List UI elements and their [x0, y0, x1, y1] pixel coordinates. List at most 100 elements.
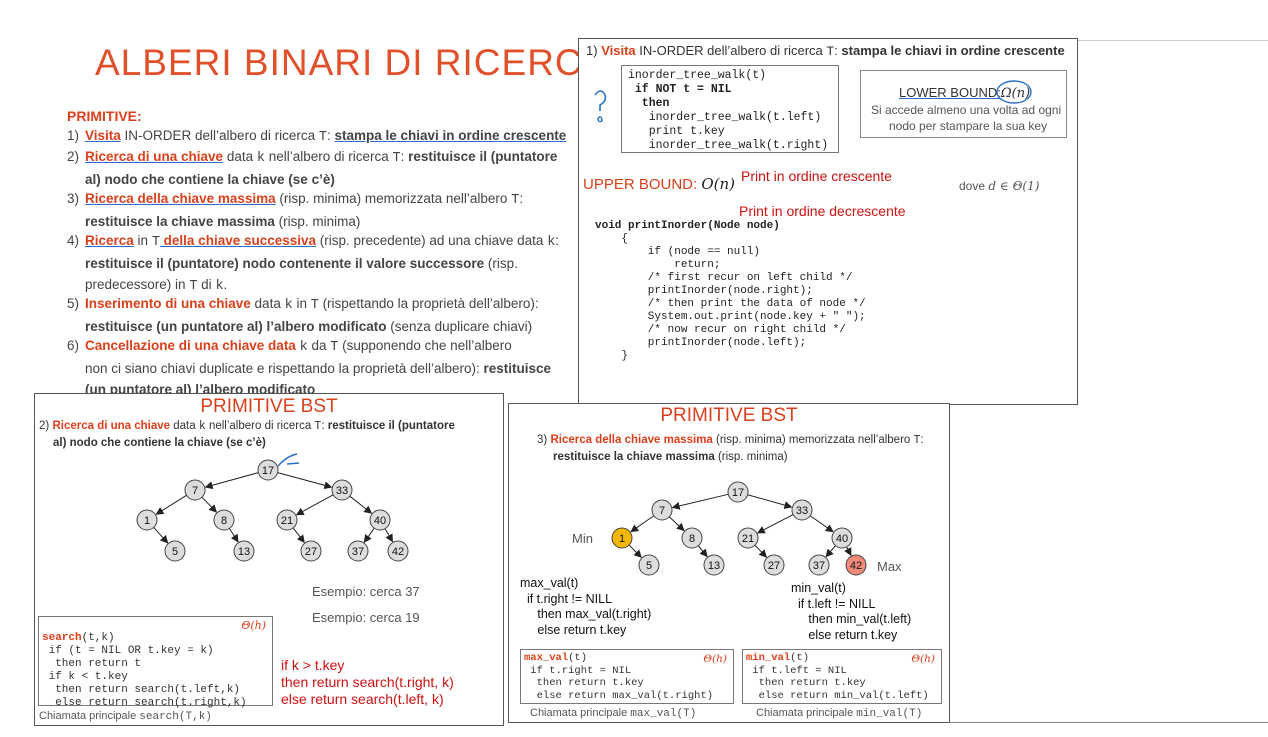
main-call-code: max_val(T) [630, 708, 697, 720]
tree-edge [384, 528, 393, 543]
item-number: 2) [67, 149, 80, 164]
item-var: k [256, 151, 265, 166]
code-line: if (t = NIL OR t.key = k) [42, 645, 214, 657]
code-line: if t.left = NIL [746, 664, 847, 677]
code-line: inorder_tree_walk(t.right) [628, 139, 829, 152]
lower-bound-desc: nodo per stampare la sua key [889, 119, 1048, 133]
tree-node [727, 481, 749, 503]
code-line: then return t.key [524, 677, 644, 689]
code-fn-name: min_val [746, 652, 791, 664]
header-bold: stampa le chiavi in ordine crescente [841, 43, 1065, 58]
search-main-call: Chiamata principale search(T,k) [39, 710, 212, 723]
search-panel: PRIMITIVE BST 2) Ricerca di una chiave d… [34, 393, 504, 726]
max-note: max_val(t) if t.right != NILL then max_v… [520, 576, 651, 638]
tree-node [791, 499, 813, 521]
example-text: Esempio: cerca 37 [312, 584, 420, 599]
print-ascending-note: Print in ordine crescente [741, 168, 892, 184]
tree-node [611, 527, 633, 549]
tree-node-label: 7 [192, 485, 198, 497]
item-text: (supponendo che nell’albero [338, 338, 512, 353]
code-line: if (node == null) [595, 246, 761, 258]
header-text: : [321, 420, 328, 432]
tree-node [136, 509, 158, 531]
header-var: k [198, 420, 206, 433]
item-var: k [547, 235, 556, 250]
header-lead: Visita [601, 43, 636, 58]
item-lead: Inserimento di una chiave [85, 296, 251, 311]
item-text: da [307, 338, 331, 353]
tree-node-label: 27 [768, 560, 780, 572]
item-text: in [133, 233, 152, 248]
search-code-box: search(t,k)Θ(h) if (t = NIL OR t.key = k… [38, 616, 273, 709]
tree-edge [155, 494, 187, 515]
item-bold: al) nodo che contiene la chiave (se c’è) [85, 172, 335, 187]
item-text: di [197, 277, 216, 292]
item-number: 6) [67, 338, 80, 353]
tree-edge [295, 494, 334, 516]
tree-node-label: 33 [796, 505, 808, 517]
primitive-item-1: 1)Visita IN-ORDER dell’albero di ricerca… [67, 125, 579, 148]
note-line: then return search(t.right, k) [281, 674, 454, 690]
tree-edge [671, 493, 729, 510]
item-var: T [392, 151, 401, 166]
item-bold: restituisce il (puntatore [408, 149, 558, 164]
item-text: (risp. minima) [274, 214, 361, 229]
code-line: else return search(t.right,k) [42, 697, 247, 709]
tree-node [651, 499, 673, 521]
complexity-label: Θ(h) [911, 653, 935, 665]
tree-node [233, 540, 255, 562]
inorder-header: 1) Visita IN-ORDER dell’albero di ricerc… [586, 43, 1065, 59]
item-number: 4) [67, 233, 80, 248]
main-call-label: Chiamata principale [530, 707, 628, 719]
note-line: else return search(t.left, k) [281, 691, 444, 707]
inorder-code-box: inorder_tree_walk(t) if NOT t = NIL then… [621, 65, 839, 153]
code-line: /* then print the data of node */ [595, 298, 866, 310]
tree-edge [292, 527, 305, 544]
code-line: (t) [568, 652, 588, 664]
code-line: if NOT t = NIL [628, 83, 732, 96]
tree-node-label: 37 [813, 560, 825, 572]
primitive-item-2: 2)Ricerca di una chiave data k nell’albe… [67, 146, 579, 190]
code-line: print t.key [628, 125, 725, 138]
note-line: min_val(t) [791, 581, 846, 595]
item-text: IN-ORDER [120, 128, 192, 143]
tree-node [831, 527, 853, 549]
item-text: (risp. minima) memorizzata nell’albero [275, 191, 512, 206]
tree-node-label: 13 [708, 560, 720, 572]
pen-circle-icon [996, 80, 1032, 104]
main-call-code: search(T,k) [139, 711, 212, 723]
note-line: then min_val(t.left) [791, 612, 912, 626]
tree-node [387, 540, 409, 562]
header-text: IN-ORDER dell’albero di ricerca [635, 43, 827, 58]
tree-node-label: 42 [850, 560, 862, 572]
lower-bound-box: LOWER BOUND:Ω(n) Si accede almeno una vo… [860, 70, 1067, 138]
header-number: 3) [537, 434, 548, 446]
code-line: } [595, 350, 629, 362]
item-lead: Visita [85, 128, 121, 143]
min-main-call: Chiamata principale min_val(T) [756, 707, 922, 720]
item-var: T [511, 193, 520, 208]
header-number: 2) [39, 420, 50, 432]
tree-edge [756, 514, 794, 534]
code-line: System.out.print(node.key + " "); [595, 311, 866, 323]
code-line: inorder_tree_walk(t.left) [628, 111, 822, 124]
tree-edge [630, 515, 655, 533]
note-line: then max_val(t.right) [520, 607, 652, 621]
tree-node-label: 8 [221, 515, 227, 527]
tree-node-label: 42 [392, 546, 404, 558]
item-var: k [215, 279, 224, 294]
lower-bound-title: LOWER BOUND:Ω(n) [899, 85, 1030, 101]
item-var: T [310, 298, 319, 313]
upper-bound-expr: O(n) [701, 175, 736, 193]
item-bold: restituisce [483, 361, 552, 376]
header-text: nell’albero di ricerca [205, 420, 315, 432]
item-text: (rispettando la proprietà dell’albero): [318, 296, 539, 311]
lower-bound-desc: Si accede almeno una volta ad ogni [871, 103, 1062, 117]
item-text: in [292, 296, 311, 311]
tree-node [369, 509, 391, 531]
item-text: predecessore) in [85, 277, 190, 292]
header-bold: restituisce la chiave massima [553, 451, 715, 463]
code-line: if t.right = NIL [524, 664, 632, 677]
